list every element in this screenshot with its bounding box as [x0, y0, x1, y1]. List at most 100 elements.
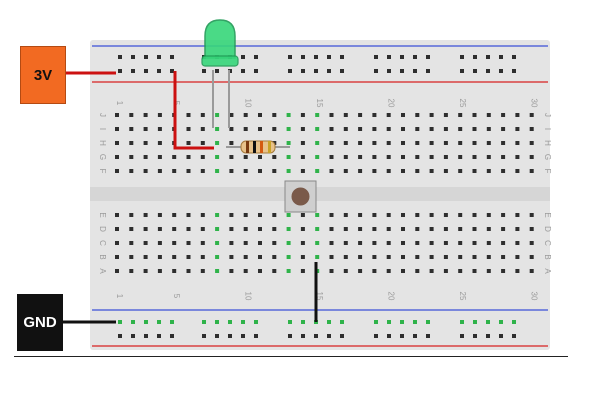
breadboard-hole — [115, 269, 119, 273]
breadboard-hole — [258, 269, 262, 273]
breadboard-hole — [372, 227, 377, 231]
breadboard-hole — [200, 113, 205, 117]
breadboard-hole — [143, 255, 148, 259]
column-number: 1 — [115, 101, 124, 106]
breadboard-hole — [115, 213, 119, 217]
breadboard-hole — [272, 169, 277, 173]
column-number: 30 — [530, 292, 539, 301]
row-letter: D — [543, 226, 552, 232]
breadboard-hole — [143, 141, 148, 145]
connected-hole — [286, 227, 291, 231]
breadboard-hole — [215, 334, 219, 338]
connected-hole — [315, 169, 320, 173]
breadboard-hole — [499, 55, 503, 59]
connected-hole — [286, 127, 291, 131]
breadboard-hole — [374, 69, 378, 73]
column-number: 15 — [315, 99, 324, 108]
breadboard-hole — [415, 227, 420, 231]
breadboard-hole — [401, 113, 405, 117]
breadboard-hole — [415, 255, 420, 259]
breadboard-hole — [340, 69, 344, 73]
breadboard-hole — [115, 241, 119, 245]
breadboard-hole — [254, 334, 258, 338]
breadboard-hole — [458, 155, 463, 159]
breadboard-hole — [129, 155, 134, 159]
breadboard-hole — [529, 169, 534, 173]
column-number: 30 — [530, 99, 539, 108]
breadboard-hole — [186, 141, 191, 145]
breadboard-hole — [413, 55, 417, 59]
breadboard-hole — [144, 334, 148, 338]
breadboard-hole — [387, 334, 391, 338]
breadboard-hole — [429, 169, 434, 173]
breadboard-hole — [499, 334, 503, 338]
breadboard-hole — [300, 269, 305, 273]
breadboard-hole — [343, 127, 348, 131]
breadboard-hole — [241, 69, 245, 73]
breadboard-hole — [340, 55, 344, 59]
breadboard-hole — [170, 69, 174, 73]
breadboard-hole — [115, 127, 119, 131]
breadboard-hole — [329, 155, 334, 159]
power-jumper-wire — [173, 71, 214, 150]
breadboard-hole — [157, 255, 162, 259]
breadboard-hole — [243, 127, 248, 131]
breadboard-hole — [429, 113, 434, 117]
breadboard-hole — [202, 334, 206, 338]
breadboard-hole — [472, 213, 477, 217]
breadboard-hole — [272, 227, 277, 231]
breadboard-hole — [386, 269, 391, 273]
row-letter: B — [98, 254, 107, 259]
breadboard-hole — [501, 155, 506, 159]
power-supply-label: 3V — [20, 46, 66, 104]
breadboard-hole — [401, 169, 405, 173]
breadboard-hole — [343, 241, 348, 245]
breadboard-hole — [515, 141, 520, 145]
breadboard-hole — [443, 255, 448, 259]
column-number: 5 — [172, 294, 181, 299]
breadboard-hole — [443, 227, 448, 231]
breadboard-hole — [460, 334, 464, 338]
breadboard-hole — [170, 334, 174, 338]
breadboard-hole — [512, 69, 516, 73]
breadboard-hole — [529, 113, 534, 117]
breadboard-hole — [229, 169, 234, 173]
breadboard-hole — [157, 127, 162, 131]
breadboard-hole — [115, 255, 119, 259]
breadboard-hole — [272, 155, 277, 159]
resistor-body — [240, 140, 276, 154]
baseline-divider — [14, 356, 568, 357]
breadboard-hole — [327, 55, 331, 59]
breadboard-hole — [329, 127, 334, 131]
breadboard-hole — [129, 213, 134, 217]
breadboard-hole — [288, 69, 292, 73]
connected-hole — [215, 255, 220, 259]
breadboard-hole — [200, 213, 205, 217]
breadboard-hole — [486, 269, 491, 273]
breadboard-hole — [426, 69, 430, 73]
breadboard-hole — [186, 155, 191, 159]
breadboard-hole — [258, 113, 262, 117]
led-rim — [201, 55, 239, 67]
breadboard-hole — [372, 169, 377, 173]
connected-hole — [170, 320, 174, 324]
connected-hole — [241, 320, 245, 324]
breadboard-hole — [358, 141, 363, 145]
breadboard-hole — [300, 227, 305, 231]
breadboard-hole — [340, 334, 344, 338]
row-letter: H — [98, 140, 107, 146]
breadboard-hole — [501, 141, 506, 145]
breadboard-hole — [229, 269, 234, 273]
breadboard-holes — [115, 55, 534, 338]
breadboard-hole — [486, 241, 491, 245]
breadboard-hole — [472, 227, 477, 231]
breadboard-hole — [172, 241, 177, 245]
breadboard-hole — [186, 213, 191, 217]
breadboard-hole — [300, 155, 305, 159]
breadboard-hole — [301, 334, 305, 338]
breadboard-hole — [515, 113, 520, 117]
row-letter: B — [543, 254, 552, 259]
breadboard-hole — [329, 141, 334, 145]
breadboard-hole — [343, 169, 348, 173]
breadboard-hole — [200, 169, 205, 173]
